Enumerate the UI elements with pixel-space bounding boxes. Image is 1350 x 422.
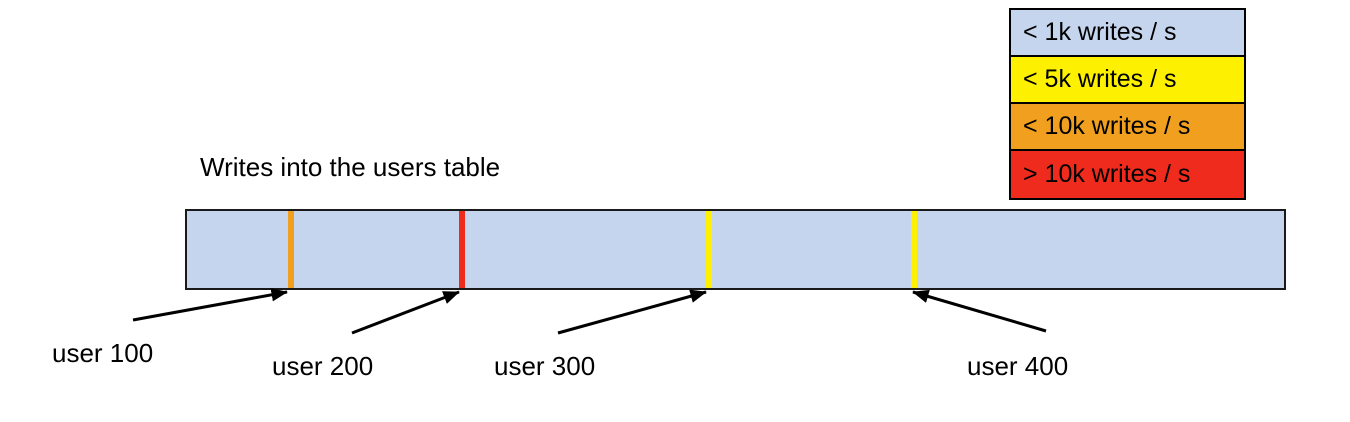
- stripe-user-100: [288, 211, 294, 288]
- legend-label-lt-5k: < 5k writes / s: [1023, 65, 1177, 93]
- legend-row-lt-5k: < 5k writes / s: [1011, 57, 1244, 104]
- page-title: Writes into the users table: [200, 152, 501, 182]
- legend-label-gt-10k: > 10k writes / s: [1023, 160, 1191, 188]
- pointer-label-user-100: user 100: [52, 338, 154, 368]
- users-table-range-bar: [185, 209, 1286, 290]
- legend-row-gt-10k: > 10k writes / s: [1011, 151, 1244, 198]
- stripe-user-200: [459, 211, 465, 288]
- legend-label-lt-10k: < 10k writes / s: [1023, 112, 1191, 140]
- pointer-label-user-200: user 200: [272, 351, 374, 381]
- legend-row-lt-10k: < 10k writes / s: [1011, 104, 1244, 151]
- pointer-label-user-300: user 300: [494, 351, 596, 381]
- legend-row-lt-1k: < 1k writes / s: [1011, 10, 1244, 57]
- pointer-arrow: [557, 289, 707, 335]
- legend-label-lt-1k: < 1k writes / s: [1023, 18, 1177, 46]
- pointer-arrow: [351, 290, 460, 335]
- stripe-user-400: [911, 211, 917, 288]
- stripe-user-300: [706, 211, 712, 288]
- pointer-label-user-400: user 400: [967, 351, 1069, 381]
- write-rate-legend: < 1k writes / s < 5k writes / s < 10k wr…: [1009, 8, 1246, 200]
- pointer-arrow: [912, 289, 1047, 333]
- pointer-arrow: [132, 288, 288, 322]
